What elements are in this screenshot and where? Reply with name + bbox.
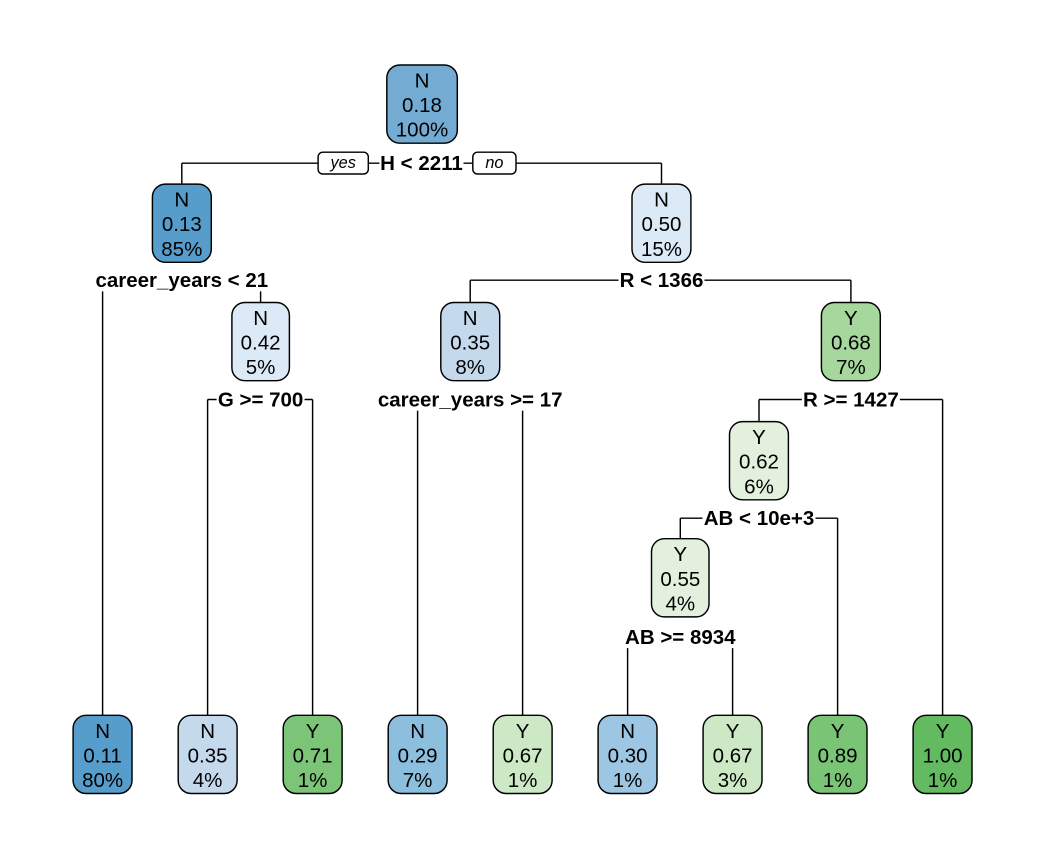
svg-text:Y: Y [516,720,530,743]
svg-text:7%: 7% [403,769,433,792]
svg-text:N: N [463,307,478,330]
svg-text:1%: 1% [613,769,643,792]
svg-text:6%: 6% [744,475,774,498]
svg-text:Y: Y [752,426,766,449]
svg-text:0.55: 0.55 [660,568,700,591]
svg-text:R >= 1427: R >= 1427 [803,388,899,411]
svg-text:G >= 700: G >= 700 [218,388,303,411]
svg-text:AB >= 8934: AB >= 8934 [625,626,736,649]
svg-text:80%: 80% [82,769,123,792]
svg-text:0.35: 0.35 [450,332,490,355]
svg-text:1%: 1% [928,769,958,792]
svg-text:0.67: 0.67 [503,744,543,767]
svg-text:0.89: 0.89 [818,744,858,767]
svg-text:N: N [654,189,669,212]
svg-text:7%: 7% [836,356,866,379]
svg-text:AB < 10e+3: AB < 10e+3 [704,507,815,530]
svg-text:0.50: 0.50 [642,213,682,236]
svg-text:100%: 100% [396,119,448,142]
svg-text:8%: 8% [455,356,485,379]
svg-text:1%: 1% [508,769,538,792]
svg-text:career_years < 21: career_years < 21 [95,269,268,292]
svg-text:0.11: 0.11 [83,744,121,767]
svg-text:N: N [415,70,430,93]
svg-text:0.67: 0.67 [713,744,753,767]
svg-text:0.71: 0.71 [293,744,333,767]
svg-text:N: N [174,189,189,212]
svg-text:Y: Y [936,720,950,743]
svg-text:4%: 4% [193,769,223,792]
svg-text:yes: yes [330,154,356,172]
svg-text:0.35: 0.35 [188,744,228,767]
svg-text:R < 1366: R < 1366 [620,269,704,292]
svg-text:15%: 15% [641,238,682,261]
svg-text:career_years >= 17: career_years >= 17 [378,388,563,411]
svg-text:0.68: 0.68 [831,332,871,355]
svg-text:1.00: 1.00 [923,744,963,767]
svg-text:0.29: 0.29 [398,744,438,767]
svg-text:0.18: 0.18 [402,94,442,117]
svg-text:N: N [620,720,635,743]
svg-text:3%: 3% [718,769,748,792]
svg-text:0.62: 0.62 [739,451,779,474]
svg-text:H < 2211: H < 2211 [380,152,463,175]
svg-text:N: N [95,720,110,743]
svg-text:N: N [410,720,425,743]
svg-text:0.42: 0.42 [241,332,281,355]
svg-text:Y: Y [844,307,858,330]
svg-text:N: N [200,720,215,743]
svg-text:Y: Y [306,720,320,743]
svg-text:4%: 4% [665,592,695,615]
svg-text:1%: 1% [823,769,853,792]
svg-text:5%: 5% [246,356,276,379]
svg-text:Y: Y [831,720,845,743]
svg-text:85%: 85% [161,238,202,261]
svg-text:0.30: 0.30 [608,744,648,767]
svg-text:Y: Y [673,543,687,566]
svg-text:1%: 1% [298,769,328,792]
svg-text:Y: Y [726,720,740,743]
svg-text:0.13: 0.13 [162,213,202,236]
svg-text:no: no [485,154,503,172]
svg-text:N: N [253,307,268,330]
